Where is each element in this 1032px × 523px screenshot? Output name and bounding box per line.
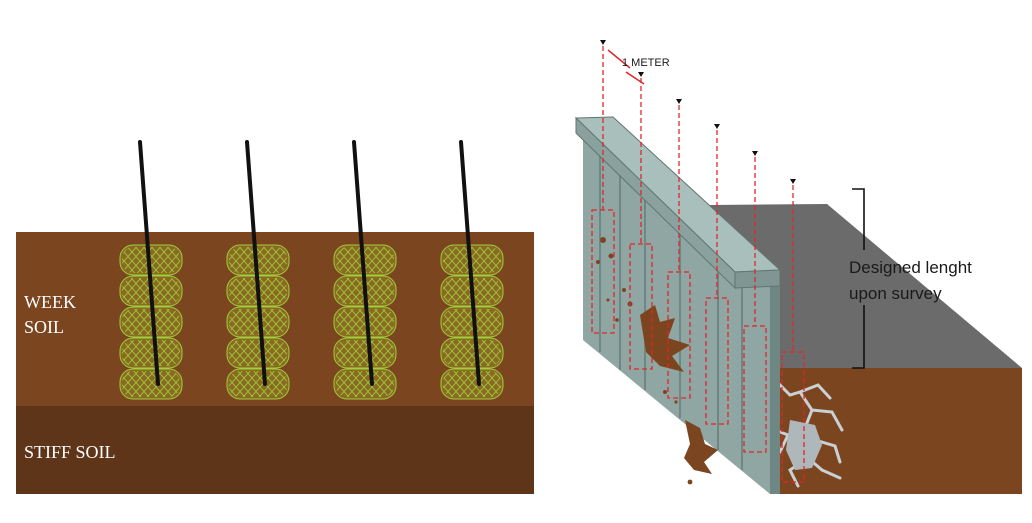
marker-box — [667, 271, 691, 399]
bag-mesh — [229, 247, 287, 273]
wall-side — [770, 285, 780, 494]
length-label: Designed lenght upon survey — [849, 258, 977, 303]
bag-mesh — [229, 309, 287, 335]
marker-arrow-icon — [638, 72, 644, 77]
pile-marker — [743, 151, 767, 453]
wall-face — [583, 124, 770, 494]
pile-marker — [705, 124, 729, 425]
bag-mesh — [443, 371, 501, 397]
road-surface — [710, 204, 1022, 368]
weak-soil-label: WEEK SOIL — [24, 292, 80, 337]
bag-mesh — [336, 247, 394, 273]
pile-marker — [781, 179, 805, 483]
length-label-line2: upon survey — [849, 284, 942, 303]
bag-mesh — [443, 340, 501, 366]
soil-nail-rod — [245, 140, 267, 386]
bag-mesh — [443, 309, 501, 335]
weak-soil-label-line1: WEEK — [24, 292, 76, 312]
pile-column — [226, 140, 290, 400]
pile-column — [440, 140, 504, 400]
bag-mesh — [122, 247, 180, 273]
marker-arrow-icon — [600, 40, 606, 45]
bag-mesh — [336, 309, 394, 335]
left-soil-section: WEEK SOIL STIFF SOIL — [16, 140, 534, 494]
pile-column — [119, 140, 183, 400]
pile-marker — [591, 40, 615, 334]
marker-arrow-icon — [752, 151, 758, 156]
embankment-soil — [770, 368, 1022, 494]
marker-box — [591, 209, 615, 334]
marker-arrow-icon — [790, 179, 796, 184]
right-wall-section: 1 METER Designed lenght upon survey — [574, 40, 1022, 494]
marker-arrow-icon — [676, 99, 682, 104]
marker-box — [629, 243, 653, 370]
length-bracket — [852, 188, 865, 369]
bag-mesh — [122, 309, 180, 335]
stiff-soil-label: STIFF SOIL — [24, 442, 116, 462]
marker-box — [781, 351, 805, 483]
bag-mesh — [443, 247, 501, 273]
length-label-line1: Designed lenght — [849, 258, 972, 277]
cap-beam-end — [734, 269, 781, 289]
pile-column — [333, 140, 397, 400]
bag-mesh — [229, 371, 287, 397]
soil-nail-rod — [138, 140, 160, 386]
soil-nail-rod — [459, 140, 481, 386]
spacing-label: 1 METER — [622, 57, 670, 69]
soil-nail-rod — [352, 140, 374, 386]
marker-box — [743, 325, 767, 453]
pile-marker-group — [591, 40, 805, 483]
marker-box — [705, 297, 729, 425]
bag-mesh — [336, 340, 394, 366]
pile-marker — [667, 99, 691, 399]
stiff-soil-layer — [16, 406, 534, 494]
bag-mesh — [122, 371, 180, 397]
pile-group — [119, 140, 504, 400]
bag-mesh — [229, 340, 287, 366]
weak-soil-label-line2: SOIL — [24, 317, 64, 337]
bag-mesh — [336, 371, 394, 397]
pile-marker — [629, 72, 653, 370]
spacing-dimension: 1 METER — [607, 49, 670, 85]
bag-mesh — [122, 340, 180, 366]
marker-arrow-icon — [714, 124, 720, 129]
wall-ribs — [599, 146, 743, 470]
